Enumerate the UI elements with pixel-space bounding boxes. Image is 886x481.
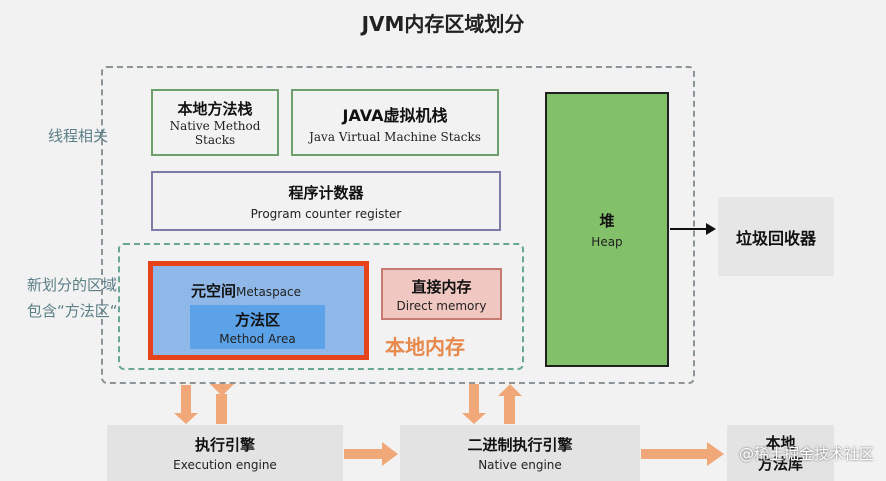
exec-to-native-arrow bbox=[344, 442, 398, 466]
native-method-stack-en2: Stacks bbox=[194, 133, 236, 147]
direct-memory-en: Direct memory bbox=[396, 298, 487, 313]
metaspace-label: 元空间Metaspace bbox=[191, 280, 301, 301]
diagram-title: JVM内存区域划分 bbox=[361, 12, 525, 36]
gc-box: 垃圾回收器 bbox=[718, 197, 834, 276]
pc-register-zh: 程序计数器 bbox=[288, 183, 364, 202]
heap-zh: 堆 bbox=[599, 212, 615, 230]
pc-register-box: 程序计数器 Program counter register bbox=[151, 171, 501, 231]
metaspace-exec-arrows bbox=[174, 384, 234, 424]
execution-engine-box: 执行引擎 Execution engine bbox=[107, 425, 343, 481]
native-method-stack-zh: 本地方法栈 bbox=[177, 100, 253, 118]
direct-memory-zh: 直接内存 bbox=[411, 277, 472, 296]
heap-en: Heap bbox=[591, 235, 623, 249]
native-engine-en: Native engine bbox=[478, 458, 562, 472]
jvm-stack-box: JAVA虚拟机栈 Java Virtual Machine Stacks bbox=[291, 89, 499, 156]
native-lib-line1: 本地 bbox=[765, 434, 796, 452]
method-area-en: Method Area bbox=[219, 331, 296, 346]
jvm-boundary bbox=[101, 66, 695, 384]
pc-register-en: Program counter register bbox=[250, 206, 402, 221]
heap-to-gc-arrow bbox=[670, 223, 716, 235]
metaspace-en: Metaspace bbox=[236, 285, 302, 299]
native-engine-zh: 二进制执行引擎 bbox=[467, 436, 573, 454]
method-area-zh: 方法区 bbox=[234, 310, 280, 329]
direct-native-arrows bbox=[462, 384, 522, 424]
native-lib-line2: 方法库 bbox=[757, 455, 803, 473]
direct-memory-box: 直接内存 Direct memory bbox=[381, 268, 502, 320]
new-region-label-line2: 包含“方法区“ bbox=[27, 302, 118, 320]
new-region-boundary bbox=[118, 243, 524, 370]
execution-engine-en: Execution engine bbox=[173, 458, 277, 472]
jvm-stack-zh: JAVA虚拟机栈 bbox=[342, 105, 448, 125]
native-method-stack-box: 本地方法栈 Native Method Stacks bbox=[151, 89, 279, 156]
new-region-label: 新划分的区域 包含“方法区“ bbox=[27, 272, 118, 324]
native-engine-box: 二进制执行引擎 Native engine bbox=[400, 425, 640, 481]
gc-label: 垃圾回收器 bbox=[735, 228, 816, 248]
new-region-label-line1: 新划分的区域 bbox=[27, 276, 118, 294]
metaspace-zh: 元空间 bbox=[191, 282, 237, 300]
native-to-lib-arrow bbox=[641, 442, 724, 466]
watermark: @稀土掘金技术社区 bbox=[738, 445, 874, 463]
native-lib-box: 本地 方法库 bbox=[727, 425, 834, 481]
native-method-stack-en1: Native Method bbox=[169, 119, 261, 133]
jvm-stack-en: Java Virtual Machine Stacks bbox=[309, 129, 481, 144]
execution-engine-zh: 执行引擎 bbox=[194, 436, 255, 454]
method-area-box: 方法区 Method Area bbox=[190, 305, 325, 349]
thread-related-label: 线程相关 bbox=[48, 127, 109, 145]
native-memory-label: 本地内存 bbox=[385, 335, 465, 359]
heap-box: 堆 Heap bbox=[545, 92, 669, 367]
